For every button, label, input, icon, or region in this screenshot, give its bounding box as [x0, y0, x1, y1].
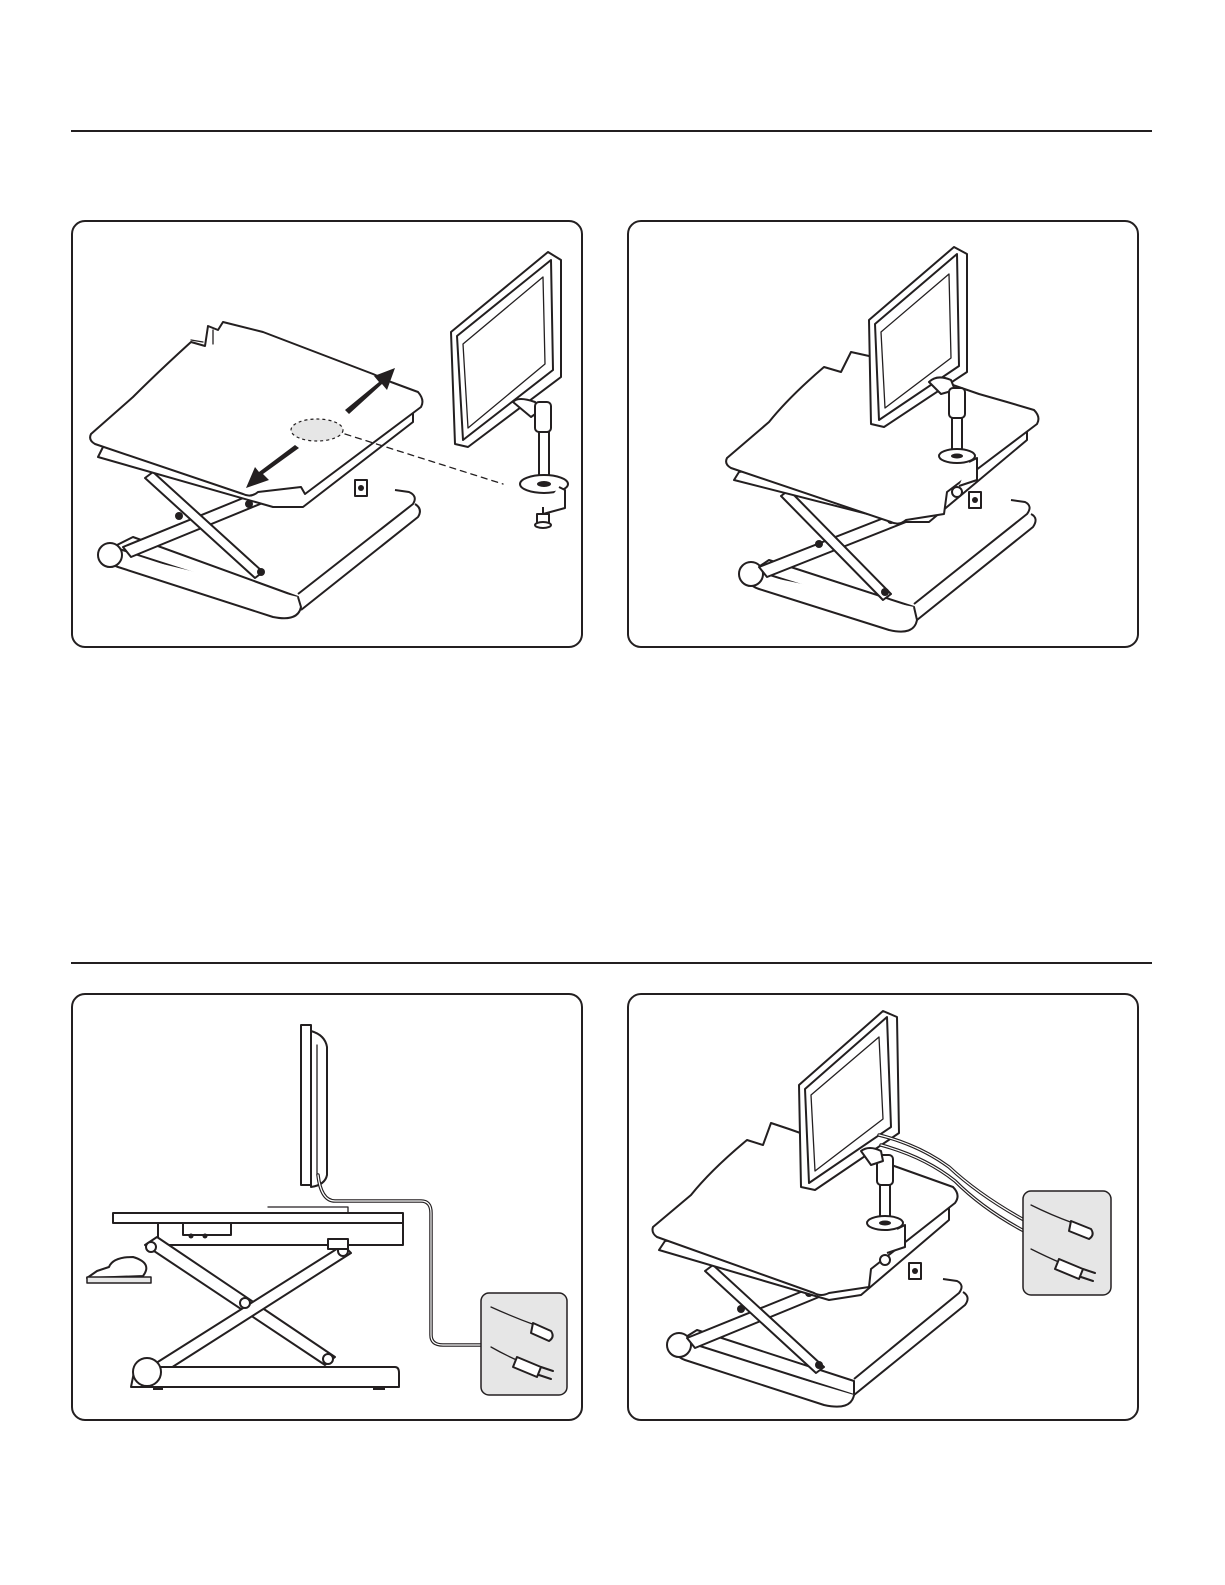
illustration-panel-4 — [627, 993, 1139, 1421]
section-divider-top — [71, 130, 1152, 132]
monitor-icon — [301, 1025, 327, 1187]
riser-cable-routing-illustration — [629, 995, 1137, 1419]
riser-mounted-illustration — [629, 222, 1137, 646]
illustration-panel-3 — [71, 993, 583, 1421]
illustration-panel-1 — [71, 220, 583, 648]
section-divider-middle — [71, 962, 1152, 964]
clamp-mount-icon — [513, 399, 568, 528]
riser-exploded-illustration — [73, 222, 581, 646]
riser-side-view-illustration — [73, 995, 581, 1419]
illustration-panel-2 — [627, 220, 1139, 648]
